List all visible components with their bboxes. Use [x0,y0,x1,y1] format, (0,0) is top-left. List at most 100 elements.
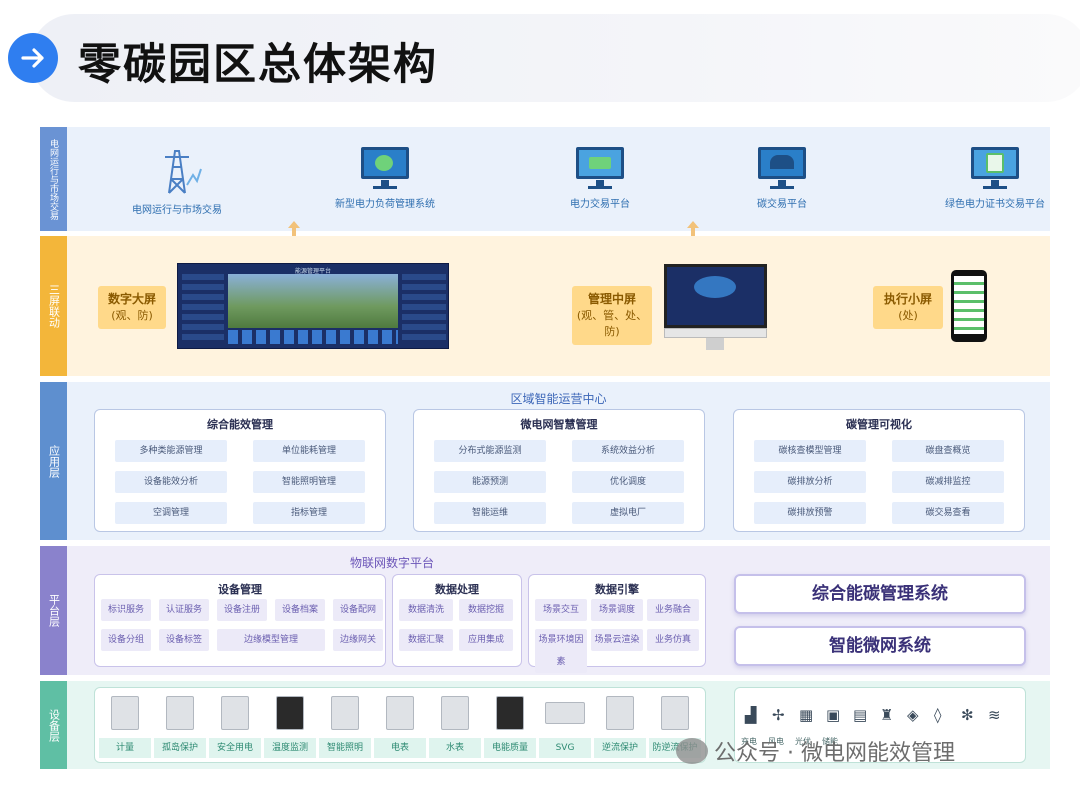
panel-title: 数据处理 [393,581,521,597]
grid-item-label: 碳交易平台 [757,195,807,210]
app-item[interactable]: 碳排放分析 [754,471,866,493]
monitor-icon [359,147,411,193]
system-button-carbon[interactable]: 综合能碳管理系统 [734,574,1026,614]
arrow-right-icon [8,33,58,83]
imac-image [664,264,767,354]
app-item[interactable]: 系统效益分析 [572,440,684,462]
grid-item-label: 新型电力负荷管理系统 [335,195,435,210]
platform-item[interactable]: 边缘模型管理 [217,629,325,651]
power-tower-icon [151,145,203,197]
device-item[interactable]: 温度监测 [264,696,316,758]
screen-name: 数字大屏 [108,292,156,306]
device-item[interactable]: 计量 [99,696,151,758]
device-label: 逆流保护 [594,738,646,758]
band-screens: 三屏联动 数字大屏(观、防) 能源管理平台 管理中屏(观、管、处、防) 执行小屏… [40,236,1050,376]
cooling-icon: ✻ [961,706,974,724]
band-label-grid: 电网运行与市场交易 [40,127,67,231]
screen-sub: (观、管、处、防) [577,309,647,338]
device-mgmt-panel: 设备管理 标识服务认证服务设备注册设备档案设备配网设备分组设备标签边缘模型管理边… [94,574,386,667]
platform-item[interactable]: 边缘网关 [333,629,383,651]
monitor-icon [756,147,808,193]
app-item[interactable]: 指标管理 [253,502,365,524]
platform-item[interactable]: 业务仿真 [647,629,699,651]
device-item[interactable]: 智能照明 [319,696,371,758]
app-item[interactable]: 虚拟电厂 [572,502,684,524]
screen-name: 执行小屏 [884,292,932,306]
screen-sub: (处) [898,309,918,322]
app-group-panel: 综合能效管理多种类能源管理单位能耗管理设备能效分析智能照明管理空调管理指标管理 [94,409,386,532]
system-button-microgrid[interactable]: 智能微网系统 [734,626,1026,666]
screen-name: 管理中屏 [588,292,636,306]
app-item[interactable]: 多种类能源管理 [115,440,227,462]
band-label-screens: 三屏联动 [40,236,67,376]
app-item[interactable]: 空调管理 [115,502,227,524]
platform-item[interactable]: 场景云渲染 [591,629,643,651]
platform-item[interactable]: 设备分组 [101,629,151,651]
app-group-panel: 碳管理可视化碳核查模型管理碳盘查概览碳排放分析碳减排监控碳排放预警碳交易查看 [733,409,1025,532]
panel-title: 设备管理 [95,581,385,597]
app-item[interactable]: 智能照明管理 [253,471,365,493]
platform-item[interactable]: 数据清洗 [399,599,453,621]
device-icon [166,696,194,730]
device-icon [661,696,689,730]
platform-item[interactable]: 设备配网 [333,599,383,621]
platform-item[interactable]: 设备标签 [159,629,209,651]
monitor-icon [969,147,1021,193]
band-grid: 电网运行与市场交易 电网运行与市场交易 新型电力负荷管理系统 [40,127,1050,231]
app-group-panel: 微电网智慧管理分布式能源监测系统效益分析能源预测优化调度智能运维虚拟电厂 [413,409,705,532]
watermark: 公众号 · 微电网能效管理 [676,735,955,767]
app-item[interactable]: 碳排放预警 [754,502,866,524]
device-item[interactable]: 电表 [374,696,426,758]
app-item[interactable]: 智能运维 [434,502,546,524]
band-label-app: 应用层 [40,382,67,540]
platform-item[interactable]: 业务融合 [647,599,699,621]
band-label-device: 设备层 [40,681,67,769]
device-icon [276,696,304,730]
band-app: 应用层 区域智能运营中心 综合能效管理多种类能源管理单位能耗管理设备能效分析智能… [40,382,1050,540]
device-label: 电能质量 [484,738,536,758]
device-label: 电表 [374,738,426,758]
app-item[interactable]: 分布式能源监测 [434,440,546,462]
platform-item[interactable]: 设备注册 [217,599,267,621]
app-item[interactable]: 碳交易查看 [892,502,1004,524]
device-item[interactable]: 孤岛保护 [154,696,206,758]
app-item[interactable]: 设备能效分析 [115,471,227,493]
device-item[interactable]: 安全用电 [209,696,261,758]
platform-item[interactable]: 场景环境因素 [535,629,587,673]
device-icon [606,696,634,730]
device-item[interactable]: SVG [539,696,591,758]
device-label: 智能照明 [319,738,371,758]
platform-item[interactable]: 标识服务 [101,599,151,621]
grid-item-label: 电网运行与市场交易 [132,201,222,216]
device-item[interactable]: 电能质量 [484,696,536,758]
device-item[interactable]: 逆流保护 [594,696,646,758]
platform-item[interactable]: 认证服务 [159,599,209,621]
water-icon: ◈ [907,706,919,724]
platform-item[interactable]: 场景交互 [535,599,587,621]
grid-item-green-cert: 绿色电力证书交易平台 [925,147,1065,210]
app-item[interactable]: 碳减排监控 [892,471,1004,493]
panel-title: 数据引擎 [529,581,705,597]
band-label-platform: 平台层 [40,546,67,675]
app-item[interactable]: 能源预测 [434,471,546,493]
screen-sub: (观、防) [111,309,153,322]
platform-item[interactable]: 场景调度 [591,599,643,621]
platform-item[interactable]: 设备档案 [275,599,325,621]
app-item[interactable]: 碳核查模型管理 [754,440,866,462]
app-item[interactable]: 优化调度 [572,471,684,493]
app-item[interactable]: 碳盘查概览 [892,440,1004,462]
device-icon [386,696,414,730]
watermark-text: 公众号 · 微电网能效管理 [714,735,955,767]
device-icon [331,696,359,730]
page-title: 零碳园区总体架构 [78,30,438,92]
platform-item[interactable]: 数据汇聚 [399,629,453,651]
gas-icon: ◊ [934,706,941,724]
platform-item[interactable]: 应用集成 [459,629,513,651]
device-label: 温度监测 [264,738,316,758]
device-icon [221,696,249,730]
app-item[interactable]: 单位能耗管理 [253,440,365,462]
device-item[interactable]: 水表 [429,696,481,758]
grid-item-label: 电力交易平台 [570,195,630,210]
platform-item[interactable]: 数据挖掘 [459,599,513,621]
device-label: SVG [539,738,591,758]
